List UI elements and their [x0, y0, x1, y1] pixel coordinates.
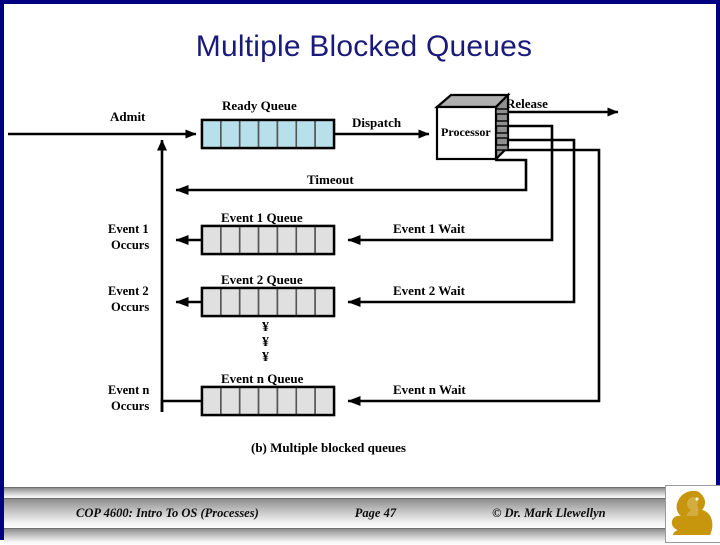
event-queue-3-cell: [276, 386, 298, 416]
event-queue-1-cell: [314, 225, 335, 255]
event-queue-2-cell: [201, 287, 222, 317]
event-queue-3-cell: [257, 386, 279, 416]
ready-queue-cell: [314, 119, 335, 149]
wire-timeout: [175, 158, 528, 195]
event-queue-1: [200, 224, 336, 256]
event-queue-2-frame: [200, 286, 336, 318]
ucf-pegasus-logo: [665, 485, 720, 543]
event-queue-1-cell: [201, 225, 222, 255]
ready-queue-cell: [295, 119, 316, 149]
ellipsis-dot-3: ¥: [262, 350, 269, 365]
page-title: Multiple Blocked Queues: [195, 30, 533, 63]
label-event-n-queue: Event n Queue: [221, 371, 304, 386]
event-queue-2-cell: [238, 287, 260, 317]
wire-event-2-wait: [347, 138, 576, 307]
label-event-2-wait: Event 2 Wait: [393, 283, 466, 298]
label-event-n-occurs-line1: Event n: [108, 383, 149, 397]
processor-label: Processor: [441, 125, 491, 139]
ready-queue-cell: [220, 119, 241, 149]
queue-diagram: Admit Ready Queue Dispatch Release Timeo…: [8, 92, 619, 455]
label-event-2-occurs-line1: Event 2: [108, 284, 149, 298]
ready-queue-cell: [276, 119, 298, 149]
footer-page-number: Page 47: [354, 505, 397, 520]
footer-band-middle: [4, 498, 720, 529]
wire-event-n-wait: [347, 148, 601, 406]
event-2-queue-cells: [200, 286, 336, 318]
event-queue-2: [200, 286, 336, 318]
label-event-n-wait: Event n Wait: [393, 382, 466, 397]
footer-band-bottom: [4, 528, 720, 545]
diagram-caption: (b) Multiple blocked queues: [251, 440, 406, 455]
processor-pin-1: [495, 108, 509, 115]
event-queue-2-cell: [257, 287, 279, 317]
wire-event-n-occurs: [160, 399, 202, 412]
label-admit: Admit: [110, 109, 146, 124]
processor-pin-4: [495, 144, 509, 151]
event-queue-3-cell: [220, 386, 241, 416]
processor-pin-2: [495, 120, 509, 127]
event-queue-1-cell: [276, 225, 298, 255]
event-queue-2-cell: [276, 287, 298, 317]
footer-author: © Dr. Mark Llewellyn: [492, 505, 606, 520]
event-queue-1-cell: [295, 225, 316, 255]
label-release: Release: [506, 96, 548, 111]
ellipsis-dot-2: ¥: [262, 335, 269, 350]
event-queue-3-frame: [200, 385, 336, 417]
event-queue-2-cell: [295, 287, 316, 317]
ready-queue-cell: [257, 119, 279, 149]
ready-queue-cells: [200, 118, 336, 150]
label-event-1-wait: Event 1 Wait: [393, 221, 466, 236]
ready-queue-cell: [201, 119, 222, 149]
pegasus-icon: [671, 490, 713, 535]
footer-text-row: COP 4600: Intro To OS (Processes) Page 4…: [4, 500, 664, 526]
event-queue-n: [200, 385, 336, 417]
footer-band-top: [4, 487, 720, 499]
ready-queue: [200, 118, 336, 150]
event-queue-3-cell: [295, 386, 316, 416]
label-event-2-occurs-line2: Occurs: [111, 300, 149, 314]
label-event-n-occurs-line2: Occurs: [111, 399, 149, 413]
ready-queue-frame: [200, 118, 336, 150]
processor-front-face: [435, 105, 498, 161]
label-ready-queue: Ready Queue: [222, 98, 297, 113]
event-queue-2-cell: [220, 287, 241, 317]
event-queue-1-cell: [220, 225, 241, 255]
event-queue-2-cell: [314, 287, 335, 317]
processor-box: Processor: [434, 92, 511, 162]
label-dispatch: Dispatch: [352, 115, 402, 130]
event-n-queue-cells: [200, 385, 336, 417]
event-queue-1-frame: [200, 224, 336, 256]
event-queue-3-cell: [314, 386, 335, 416]
footer-course: COP 4600: Intro To OS (Processes): [76, 505, 259, 520]
ready-queue-cell: [238, 119, 260, 149]
processor-pin-3: [495, 132, 509, 139]
ellipsis-dot-1: ¥: [262, 320, 269, 335]
label-event-1-occurs-line1: Event 1: [108, 222, 149, 236]
slide-footer: COP 4600: Intro To OS (Processes) Page 4…: [4, 487, 720, 545]
event-queue-3-cell: [238, 386, 260, 416]
event-queue-3-cell: [201, 386, 222, 416]
event-queue-1-cell: [257, 225, 279, 255]
label-timeout: Timeout: [307, 172, 354, 187]
label-event-1-queue: Event 1 Queue: [221, 210, 303, 225]
label-event-2-queue: Event 2 Queue: [221, 272, 303, 287]
label-event-1-occurs-line2: Occurs: [111, 238, 149, 252]
wire-event-1-wait: [347, 124, 554, 245]
event-1-queue-cells: [200, 224, 336, 256]
event-queue-1-cell: [238, 225, 260, 255]
